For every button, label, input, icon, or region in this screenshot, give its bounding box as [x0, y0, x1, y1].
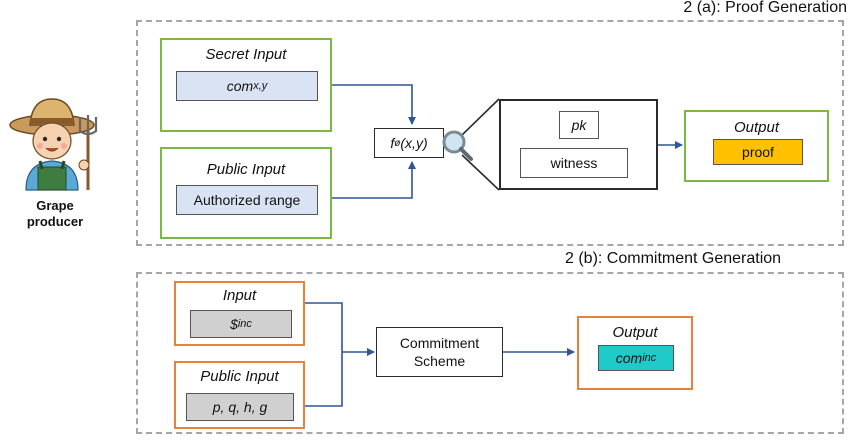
public-input-value-chip-a: Authorized range	[176, 185, 318, 215]
proof-output-title: Output	[733, 119, 780, 136]
commitment-value-subscript: inc	[642, 352, 657, 364]
proof-output-box: Output proof	[684, 110, 829, 182]
section-b-title: 2 (b): Commitment Generation	[565, 250, 782, 267]
commitment-scheme-box: Commitment Scheme	[376, 327, 503, 377]
secret-input-value: com	[226, 78, 254, 94]
commitment-input-title: Input	[222, 287, 257, 304]
section-a-frame	[136, 20, 844, 246]
commitment-input-subscript: inc	[237, 318, 252, 330]
commitment-input-value-chip: $inc	[190, 310, 292, 338]
witness-chip: witness	[520, 148, 628, 178]
commitment-input-value: $	[230, 316, 238, 332]
function-args: (x,y)	[400, 135, 428, 151]
public-input-box-b: Public Input p, q, h, g	[174, 361, 305, 429]
function-subscript: ø	[394, 137, 401, 149]
producer-label-line2: producer	[26, 214, 84, 229]
function-symbol: f	[390, 135, 395, 151]
public-parameters-chip: p, q, h, g	[186, 393, 294, 421]
magnifier-icon	[440, 128, 474, 162]
public-input-title-b: Public Input	[200, 368, 279, 385]
commitment-scheme-line2: Scheme	[413, 353, 466, 369]
secret-input-value-subscript: x,y	[253, 80, 268, 92]
public-input-box-a: Public Input Authorized range	[160, 147, 332, 239]
producer-label-line1: Grape	[36, 198, 74, 213]
commitment-scheme-line1: Commitment	[399, 335, 480, 351]
proof-chip: proof	[713, 139, 803, 165]
farmer-icon	[8, 95, 100, 191]
commitment-output-title: Output	[612, 324, 658, 341]
secret-input-title: Secret Input	[205, 46, 287, 63]
producer-label: Grape producer	[0, 198, 110, 230]
commitment-input-box: Input $inc	[174, 281, 305, 346]
section-b-frame	[136, 272, 844, 434]
public-input-title-a: Public Input	[206, 161, 286, 178]
section-a-title: 2 (a): Proof Generation	[683, 0, 847, 16]
commitment-value: com	[615, 350, 643, 366]
proving-inputs-box: pk witness	[499, 99, 658, 190]
proving-key-chip: pk	[559, 111, 599, 139]
